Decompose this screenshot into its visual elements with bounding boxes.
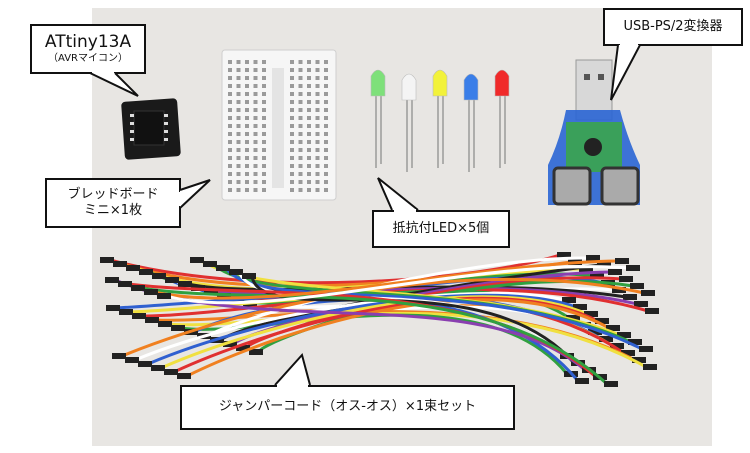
jumper-wire: [147, 293, 577, 366]
led: [463, 73, 479, 172]
callout-usb-ps2: USB-PS/2変換器: [603, 8, 743, 46]
led: [432, 69, 448, 168]
led: [401, 73, 417, 172]
jumper-wire: [153, 259, 619, 300]
callout-title: ATtiny13A: [44, 32, 132, 53]
jumper-wire: [166, 265, 630, 305]
callout-line2: ミニ×1枚: [83, 203, 143, 218]
led: [370, 69, 386, 168]
mini-breadboard: [221, 49, 337, 201]
jumper-wire: [160, 295, 588, 370]
callout-label: ジャンパーコード（オス-オス）×1束セット: [218, 399, 477, 415]
jumper-wire: [186, 298, 610, 378]
callout-breadboard: ブレッドボード ミニ×1枚: [45, 178, 181, 228]
callout-subtitle: （AVRマイコン）: [48, 53, 128, 65]
callout-jumper-wires: ジャンパーコード（オス-オス）×1束セット: [180, 385, 515, 430]
jumper-wire: [200, 286, 638, 306]
jumper-wire: [140, 286, 609, 386]
attiny13a-chip: [121, 98, 181, 160]
jumper-wires: [100, 252, 659, 387]
led: [494, 69, 510, 168]
leds: [370, 69, 510, 172]
callout-attiny13a: ATtiny13A （AVRマイコン）: [30, 24, 146, 74]
jumper-wire: [109, 253, 561, 285]
callout-label: 抵抗付LED×5個: [392, 220, 490, 236]
jumper-wire: [134, 292, 566, 362]
usb-ps2-adapter: [548, 59, 640, 206]
callout-line1: ブレッドボード: [67, 186, 159, 202]
callout-label: USB-PS/2変換器: [623, 18, 723, 34]
callout-led: 抵抗付LED×5個: [372, 210, 510, 248]
